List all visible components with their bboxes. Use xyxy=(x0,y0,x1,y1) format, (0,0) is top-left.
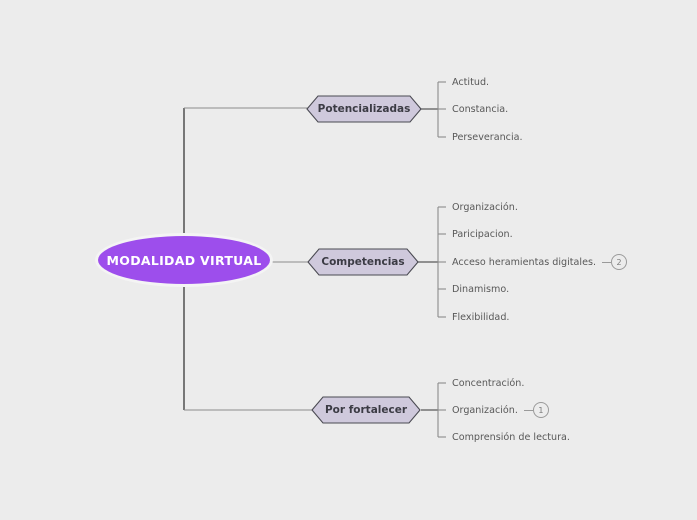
leaf-note-badge[interactable]: 1 xyxy=(532,402,549,418)
leaf-item[interactable]: Dinamismo. xyxy=(452,281,509,297)
leaf-item[interactable]: Perseverancia. xyxy=(452,129,523,145)
leaf-label: Organización. xyxy=(452,404,518,416)
branch-node-competencias[interactable]: Competencias xyxy=(307,248,419,276)
leaf-item[interactable]: Paricipacion. xyxy=(452,226,513,242)
leaf-label: Actitud. xyxy=(452,76,490,88)
branch-node-label: Competencias xyxy=(321,256,405,268)
leaf-item[interactable]: Acceso heramientas digitales. 2 xyxy=(452,254,628,270)
badge-connector-icon xyxy=(602,261,612,263)
leaf-label: Dinamismo. xyxy=(452,283,510,295)
branch-node-potencializadas[interactable]: Potencializadas xyxy=(306,95,422,123)
leaf-item[interactable]: Actitud. xyxy=(452,74,489,90)
leaf-item[interactable]: Flexibilidad. xyxy=(452,309,509,325)
central-node[interactable]: MODALIDAD VIRTUAL xyxy=(98,236,270,284)
hexagon-shape xyxy=(306,95,422,123)
leaf-item[interactable]: Constancia. xyxy=(452,101,508,117)
branch-node-label: Por fortalecer xyxy=(324,404,408,416)
branch-node-por-fortalecer[interactable]: Por fortalecer xyxy=(311,396,421,424)
badge-connector-icon xyxy=(523,409,533,411)
leaf-label: Constancia. xyxy=(452,103,509,115)
leaf-item[interactable]: Comprensión de lectura. xyxy=(452,429,570,445)
leaf-item[interactable]: Organización. xyxy=(452,199,518,215)
leaf-label: Paricipacion. xyxy=(452,228,513,240)
leaf-label: Organización. xyxy=(452,201,518,213)
leaf-label: Flexibilidad. xyxy=(452,311,510,323)
leaf-item[interactable]: Organización. 1 xyxy=(452,402,549,418)
central-node-label: MODALIDAD VIRTUAL xyxy=(106,252,262,268)
leaf-label: Concentración. xyxy=(452,377,525,389)
leaf-label: Acceso heramientas digitales. xyxy=(452,256,597,268)
branch-node-label: Potencializadas xyxy=(317,103,411,115)
leaf-note-badge[interactable]: 2 xyxy=(611,254,628,270)
leaf-label: Comprensión de lectura. xyxy=(452,431,570,443)
leaf-label: Perseverancia. xyxy=(452,131,523,143)
leaf-item[interactable]: Concentración. xyxy=(452,375,524,391)
